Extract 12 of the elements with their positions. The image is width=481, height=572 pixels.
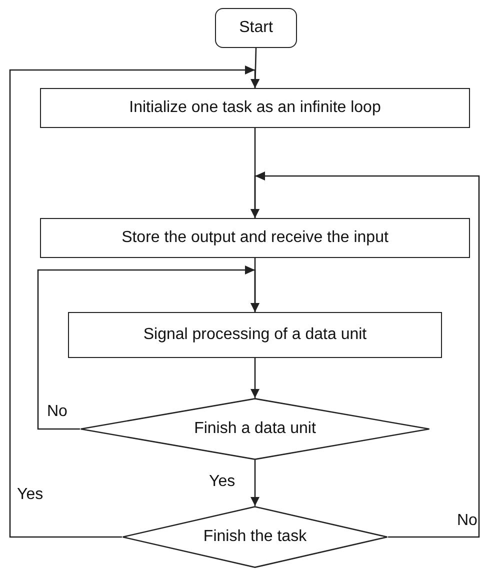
process-box <box>40 88 470 128</box>
process-box <box>40 218 470 258</box>
node-text: Signal processing of a data unit <box>143 326 367 344</box>
node-text: Initialize one task as an infinite loop <box>129 99 381 117</box>
node-text: Start <box>239 19 273 37</box>
node-text: Finish the task <box>203 528 307 546</box>
terminal-box <box>215 8 297 48</box>
decision-diamond <box>122 506 388 568</box>
decision-diamond <box>80 398 430 460</box>
node-text: Store the output and receive the input <box>122 229 388 247</box>
process-box <box>68 312 442 358</box>
node-text: Finish a data unit <box>194 420 316 438</box>
